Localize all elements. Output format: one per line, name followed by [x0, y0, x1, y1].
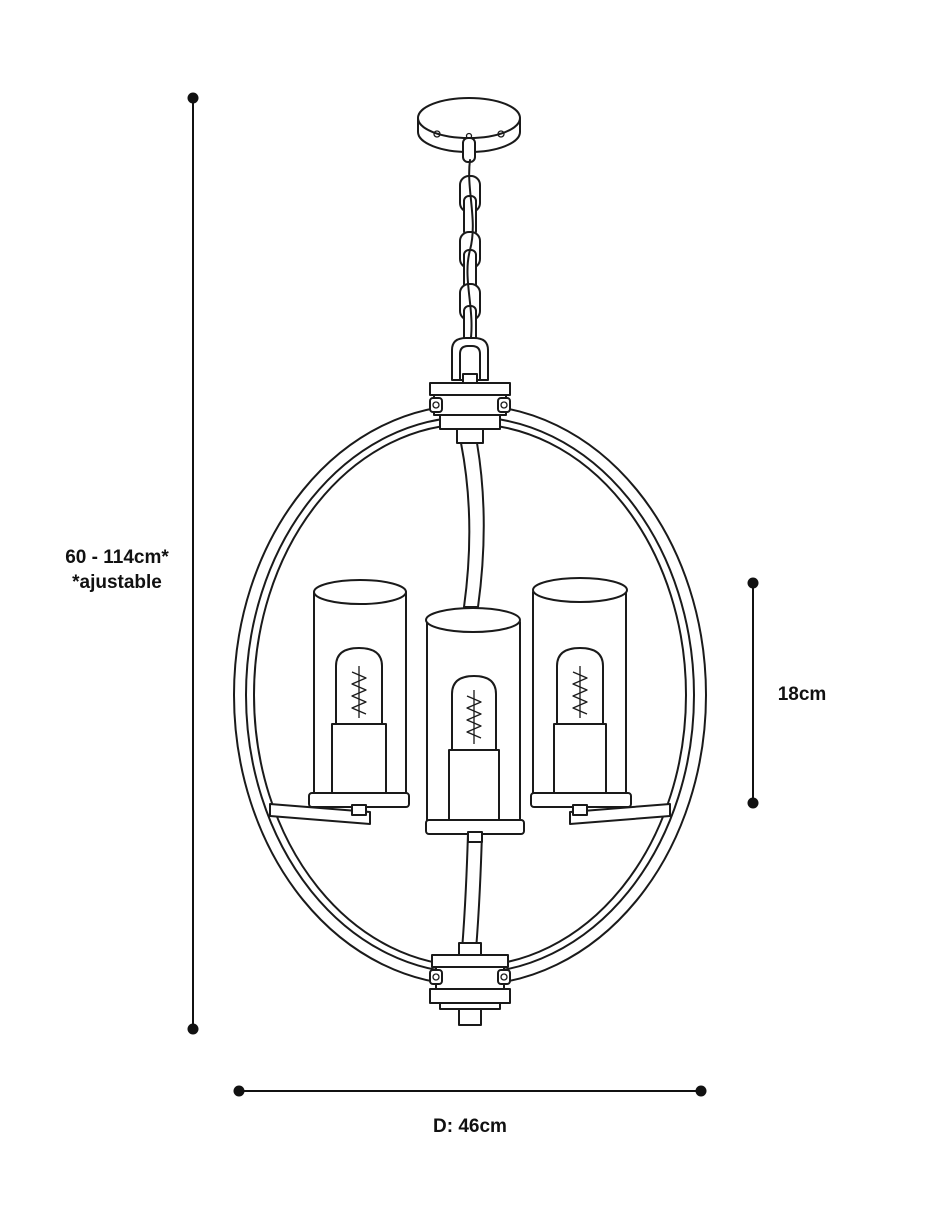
central-rod	[460, 442, 485, 951]
pendant-lamp-illustration	[233, 97, 707, 1026]
diameter-left-endpoint	[233, 1085, 245, 1097]
diameter-dimension: D: 46cm	[233, 1085, 707, 1137]
shade-top-endpoint	[747, 577, 759, 589]
shade-height-dimension: 18cm	[747, 577, 827, 809]
shade-height-label: 18cm	[778, 684, 827, 705]
height-top-endpoint	[187, 92, 199, 104]
bottom-hub	[429, 942, 511, 1026]
adjustable-note: *ajustable	[72, 572, 162, 593]
center-glass-shade	[425, 607, 525, 843]
diameter-label: D: 46cm	[433, 1116, 507, 1137]
hanging-loop	[451, 337, 489, 385]
overall-height-dimension: 60 - 114cm* *ajustable	[65, 92, 199, 1035]
shade-bottom-endpoint	[747, 797, 759, 809]
top-hub	[429, 382, 511, 444]
diameter-right-endpoint	[695, 1085, 707, 1097]
left-glass-shade	[308, 579, 410, 816]
side-arms	[269, 803, 671, 825]
overall-height-label: 60 - 114cm*	[65, 547, 169, 568]
suspension-chain	[459, 137, 481, 347]
height-bottom-endpoint	[187, 1023, 199, 1035]
right-glass-shade	[530, 577, 632, 816]
